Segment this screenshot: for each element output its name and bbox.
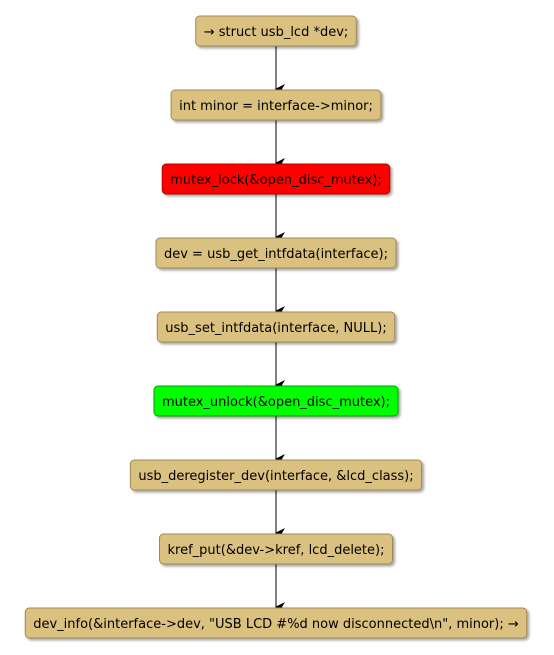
- flow-node-n4: dev = usb_get_intfdata(interface);: [155, 237, 397, 269]
- flow-node-label: mutex_lock(&open_disc_mutex);: [170, 173, 382, 188]
- flow-node-box: [155, 237, 397, 269]
- flow-node-box: [161, 163, 391, 195]
- flow-node-label: usb_deregister_dev(interface, &lcd_class…: [138, 469, 413, 484]
- flow-node-n6: mutex_unlock(&open_disc_mutex);: [153, 385, 399, 417]
- flow-node-n7: usb_deregister_dev(interface, &lcd_class…: [129, 459, 423, 491]
- flow-node-n3: mutex_lock(&open_disc_mutex);: [161, 163, 391, 195]
- flow-node-n5: usb_set_intfdata(interface, NULL);: [156, 311, 396, 343]
- flow-node-box: [195, 15, 357, 47]
- flow-node-label: dev_info(&interface->dev, "USB LCD #%d n…: [33, 617, 519, 632]
- flow-node-label: dev = usb_get_intfdata(interface);: [164, 247, 388, 262]
- flow-node-label: mutex_unlock(&open_disc_mutex);: [162, 395, 390, 410]
- flow-node-n8: kref_put(&dev->kref, lcd_delete);: [159, 533, 393, 565]
- flow-node-n1: → struct usb_lcd *dev;: [195, 15, 357, 47]
- flow-node-label: → struct usb_lcd *dev;: [204, 25, 349, 40]
- flow-node-box: [170, 89, 382, 121]
- flow-node-n9: dev_info(&interface->dev, "USB LCD #%d n…: [24, 607, 528, 639]
- flow-node-box: [156, 311, 396, 343]
- nodes-layer: → struct usb_lcd *dev; int minor = interf…: [24, 15, 528, 639]
- flow-node-label: kref_put(&dev->kref, lcd_delete);: [168, 543, 385, 558]
- flow-node-box: [129, 459, 423, 491]
- flow-node-label: usb_set_intfdata(interface, NULL);: [165, 321, 386, 336]
- flow-node-box: [153, 385, 399, 417]
- flow-node-box: [24, 607, 528, 639]
- flow-node-box: [159, 533, 393, 565]
- flow-node-label: int minor = interface->minor;: [179, 99, 373, 114]
- flow-node-n2: int minor = interface->minor;: [170, 89, 382, 121]
